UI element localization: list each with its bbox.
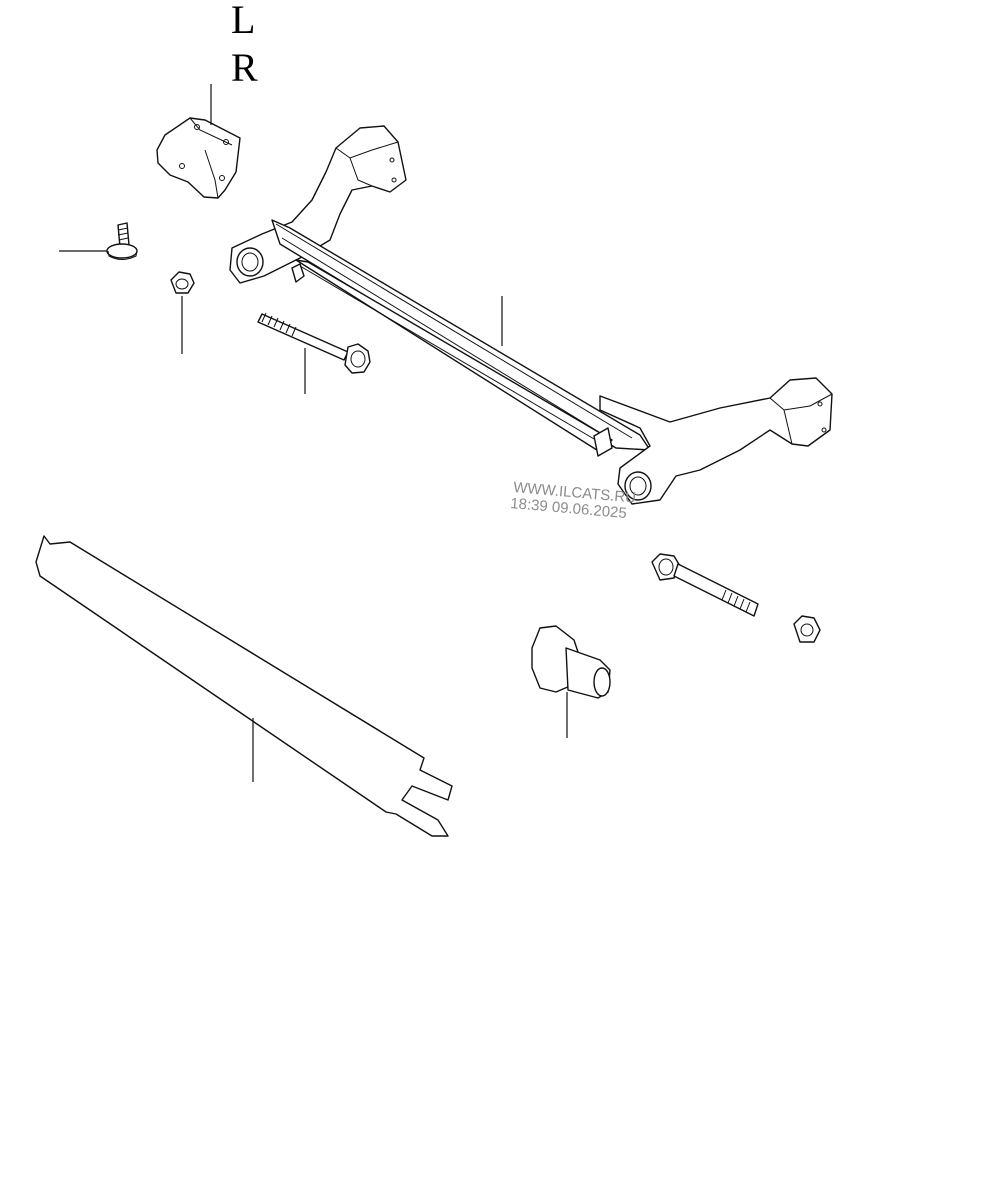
bushing-icon — [531, 625, 611, 699]
nut-icon — [170, 271, 195, 294]
side-label-left: L — [231, 0, 256, 42]
side-label-right: R — [231, 45, 258, 90]
flange-nut-icon — [793, 615, 821, 643]
pivot-bolt-icon — [651, 553, 759, 617]
axle-icon — [229, 125, 833, 505]
bolt-short-icon — [106, 222, 138, 260]
bracket-icon — [156, 117, 241, 199]
strip-icon — [35, 535, 453, 837]
long-bolt-icon — [257, 312, 371, 374]
